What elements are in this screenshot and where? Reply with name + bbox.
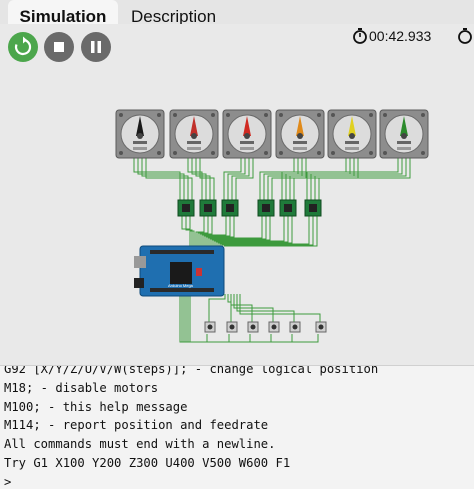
circuit-canvas: Arduino Mega — [115, 109, 429, 343]
tab-simulation[interactable]: Simulation — [8, 0, 118, 26]
wire — [185, 216, 193, 246]
wire — [227, 152, 246, 200]
wire — [199, 152, 215, 200]
wire — [227, 294, 232, 322]
timer-value: 00:42.933 — [369, 28, 432, 44]
wire — [211, 216, 271, 246]
console-prompt: > — [4, 474, 12, 489]
wire — [197, 216, 209, 246]
serial-console[interactable]: G92 [X/Y/Z/U/V/W(steps)]; - change logic… — [0, 365, 474, 489]
motor-needle — [190, 116, 198, 136]
wire — [133, 152, 181, 200]
stopwatch-icon — [353, 28, 367, 44]
wire — [310, 152, 403, 200]
stop-icon — [54, 42, 64, 52]
wire — [213, 216, 285, 246]
wire — [215, 216, 289, 246]
power-jack — [134, 278, 144, 288]
wire — [187, 152, 203, 200]
motor-needle — [243, 116, 251, 136]
wire — [189, 294, 319, 343]
pause-button[interactable] — [81, 32, 111, 62]
wire — [203, 216, 231, 246]
motor-needle — [136, 116, 144, 136]
wire — [201, 216, 227, 246]
wire — [195, 216, 205, 246]
console-line: All commands must end with a newline. — [4, 437, 276, 452]
wire — [219, 216, 310, 246]
console-line: M100; - this help message — [4, 399, 188, 414]
wire — [191, 152, 207, 200]
wire — [271, 152, 307, 200]
wire — [141, 152, 189, 200]
wire — [199, 216, 213, 246]
wire — [221, 216, 314, 246]
usb-port — [134, 256, 146, 268]
motor-needle — [348, 116, 356, 136]
wire — [314, 152, 407, 200]
tab-description[interactable]: Description — [131, 7, 217, 26]
wire — [137, 152, 185, 200]
simulation-panel: Arduino Mega — [0, 24, 474, 365]
wire — [259, 152, 295, 200]
stop-button[interactable] — [44, 32, 74, 62]
pause-icon — [91, 41, 101, 53]
wire — [207, 216, 263, 246]
tab-bar: Simulation Description — [0, 0, 474, 26]
wire — [217, 216, 293, 246]
mcu-chip — [170, 262, 192, 284]
wire — [233, 294, 274, 322]
wire — [235, 152, 254, 200]
wire — [318, 152, 411, 200]
wire — [231, 152, 250, 200]
wire — [236, 294, 295, 322]
wire — [223, 152, 242, 200]
wire — [306, 152, 399, 200]
wire — [205, 216, 235, 246]
console-line: Try G1 X100 Y200 Z300 U400 V500 W600 F1 — [4, 456, 291, 470]
stopwatch-icon — [458, 28, 472, 44]
wire — [239, 294, 321, 322]
wire — [267, 152, 303, 200]
board-label: Arduino Mega — [168, 283, 194, 288]
motor-needle — [296, 116, 304, 136]
console-line: M18; - disable motors — [4, 380, 159, 395]
wire — [263, 152, 299, 200]
wire — [209, 216, 267, 246]
restart-button[interactable] — [8, 32, 38, 62]
wire — [208, 294, 226, 322]
wire — [181, 294, 230, 343]
console-line: G92 [X/Y/Z/U/V/W(steps)]; - change logic… — [4, 365, 379, 376]
wire — [224, 216, 318, 247]
console-line: M114; - report position and feedrate — [4, 418, 269, 433]
wire — [145, 152, 193, 200]
wire — [189, 216, 195, 246]
restart-icon — [14, 36, 32, 56]
motor-needle — [400, 116, 408, 136]
wire — [195, 152, 211, 200]
